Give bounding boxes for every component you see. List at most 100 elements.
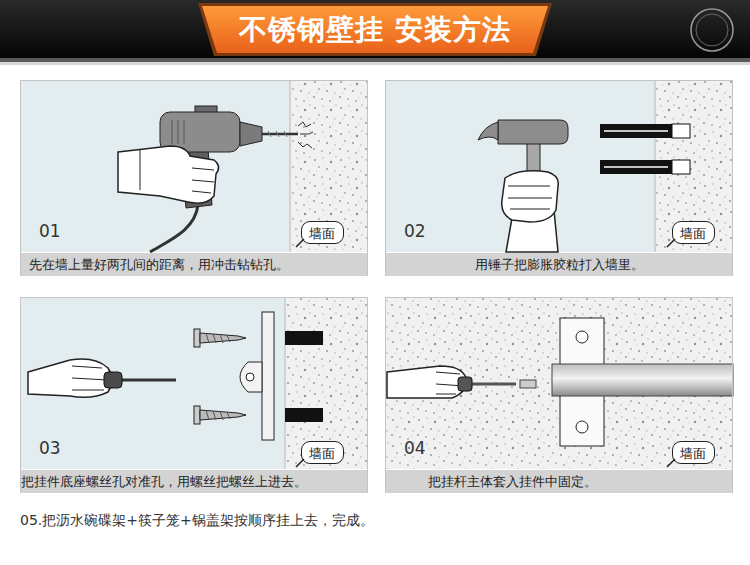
brand-logo	[691, 9, 733, 51]
screwdriver-scene	[240, 362, 262, 392]
callout-tail	[666, 458, 676, 468]
caption-band: 用锤子把膨胀胶粒打入墙里。	[386, 253, 732, 276]
page-title: 不锈钢壁挂 安装方法	[239, 11, 511, 49]
caption-band: 把挂件底座螺丝孔对准孔，用螺丝把螺丝上进去。	[21, 470, 367, 493]
screwdriver-scene	[20, 297, 368, 469]
step-number: 04	[404, 438, 426, 458]
hammer-scene	[604, 130, 668, 132]
step-number: 01	[39, 221, 61, 241]
header-bar	[0, 58, 750, 62]
screwdriver-scene	[285, 297, 368, 469]
wall-label: 墙面	[309, 445, 335, 463]
title-banner: 不锈钢壁挂 安装方法	[200, 4, 550, 56]
wall-label: 墙面	[680, 445, 706, 463]
drill-scene	[262, 133, 298, 136]
hammer-scene	[600, 124, 672, 138]
callout-tail	[295, 238, 305, 248]
drill-scene	[298, 122, 313, 148]
callout-tail	[296, 459, 304, 467]
screwdriver-scene	[206, 410, 230, 420]
screwdriver-scene	[104, 372, 122, 388]
rod-scene	[470, 383, 516, 386]
callout-tail	[667, 239, 675, 247]
screwdriver-scene	[200, 410, 246, 420]
drill-scene	[172, 120, 173, 144]
screwdriver-scene	[206, 333, 230, 343]
step-caption: 把挂件底座螺丝孔对准孔，用螺丝把螺丝上进去。	[21, 470, 307, 493]
header-bar	[0, 62, 750, 65]
wall-callout: 墙面	[301, 221, 344, 244]
drill-scene	[150, 205, 198, 252]
brand-logo	[691, 9, 733, 51]
header-bar	[0, 0, 750, 58]
hammer-scene	[385, 80, 733, 252]
final-step: 05.把沥水碗碟架+筷子笼+锅盖架按顺序挂上去，完成。	[20, 510, 740, 530]
screwdriver-scene	[118, 379, 176, 382]
drill-scene	[118, 146, 219, 203]
drill-scene	[290, 80, 291, 252]
drill-scene	[20, 80, 368, 252]
wall-callout: 墙面	[301, 441, 344, 464]
wall-callout: 墙面	[672, 441, 715, 464]
callout-tail	[667, 459, 675, 467]
step-panel: 03 墙面把挂件底座螺丝孔对准孔，用螺丝把螺丝上进去。	[20, 297, 368, 493]
wall-label: 墙面	[309, 225, 335, 243]
hammer-scene	[385, 80, 733, 252]
wall-callout: 墙面	[672, 221, 715, 244]
drill-scene	[290, 80, 368, 252]
hammer-scene	[604, 166, 668, 168]
screwdriver-scene	[285, 408, 323, 422]
rod-scene	[385, 297, 733, 469]
caption-band: 把挂杆主体套入挂件中固定。	[386, 470, 732, 493]
hammer-scene	[508, 186, 552, 209]
drill-scene	[140, 150, 214, 193]
hammer-scene	[498, 120, 568, 144]
brand-logo	[696, 14, 728, 46]
screwdriver-scene	[285, 331, 323, 345]
wall-label: 墙面	[680, 225, 706, 243]
screwdriver-scene	[72, 366, 108, 390]
rod-scene	[520, 380, 536, 388]
hammer-scene	[478, 122, 498, 140]
caption-band: 先在墙上量好两孔间的距离，用冲击钻钻孔。	[21, 253, 367, 276]
drill-scene	[184, 120, 185, 144]
rod-scene	[576, 331, 588, 343]
callout-tail	[666, 238, 676, 248]
screwdriver-scene	[200, 333, 246, 343]
header-bar	[202, 6, 548, 53]
step-number: 03	[39, 438, 61, 458]
rod-scene	[458, 377, 472, 391]
step-panel: 02 墙面用锤子把膨胀胶粒打入墙里。	[385, 80, 733, 276]
drill-scene	[178, 120, 179, 144]
screwdriver-scene	[20, 297, 368, 469]
drill-scene	[20, 80, 368, 252]
hammer-scene	[600, 160, 672, 174]
callout-tail	[295, 458, 305, 468]
rod-scene	[387, 366, 466, 398]
hammer-scene	[502, 171, 559, 222]
rod-scene	[552, 364, 733, 396]
step-panel: 01 墙面先在墙上量好两孔间的距离，用冲击钻钻孔。	[20, 80, 368, 276]
screwdriver-scene	[246, 373, 254, 381]
step-caption: 把挂杆主体套入挂件中固定。	[428, 470, 597, 493]
screwdriver-scene	[194, 406, 200, 424]
step-panel: 04 墙面把挂杆主体套入挂件中固定。	[385, 297, 733, 493]
drill-scene	[240, 122, 262, 146]
rod-scene	[385, 297, 733, 469]
hammer-scene	[672, 124, 690, 138]
screwdriver-scene	[28, 359, 112, 397]
header-bar	[0, 0, 750, 65]
step-caption: 用锤子把膨胀胶粒打入墙里。	[475, 253, 644, 276]
hammer-scene	[672, 160, 690, 174]
header-bar	[198, 3, 552, 56]
drill-scene	[268, 131, 287, 137]
rod-scene	[576, 421, 588, 433]
step-number: 02	[404, 221, 426, 241]
step-caption: 先在墙上量好两孔间的距离，用冲击钻钻孔。	[29, 253, 289, 276]
screwdriver-scene	[262, 312, 274, 440]
callout-tail	[296, 239, 304, 247]
screwdriver-scene	[194, 329, 200, 347]
screwdriver-scene	[285, 297, 286, 469]
step-note: 05.把沥水碗碟架+筷子笼+锅盖架按顺序挂上去，完成。	[20, 510, 374, 530]
